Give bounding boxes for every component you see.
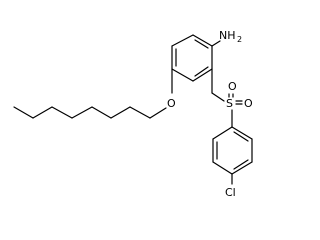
- sulfur-label: S: [226, 97, 233, 110]
- aniline-ring: [171, 34, 213, 82]
- nh2-subscript: 2: [237, 35, 242, 44]
- molecule-svg: NH 2 O S O O Cl: [13, 29, 253, 199]
- nh2-label: NH: [219, 29, 236, 42]
- structure-diagram: NH 2 O S O O Cl: [13, 29, 253, 199]
- sulfonyl-oxygen-top-label: O: [228, 80, 237, 93]
- ether-oxygen-label: O: [167, 97, 176, 110]
- octyl-chain: [13, 106, 167, 119]
- chlorine-label: Cl: [225, 186, 236, 199]
- chlorophenyl-ring: [212, 126, 253, 175]
- sulfonyl-oxygen-right-label: O: [244, 97, 253, 110]
- bond-c-nh2: [211, 40, 221, 47]
- bond-ch2-s: [211, 92, 225, 102]
